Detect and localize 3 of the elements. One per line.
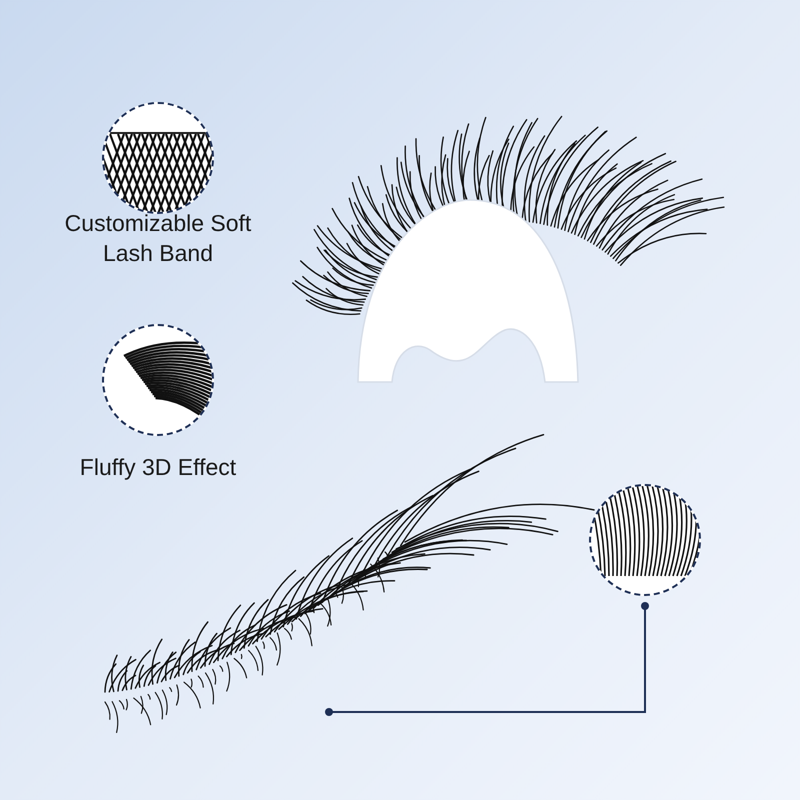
feature-caption: Customizable Soft Lash Band (64, 209, 252, 268)
feature-caption: Fluffy 3D Effect (78, 453, 238, 482)
leader-line (325, 602, 649, 716)
